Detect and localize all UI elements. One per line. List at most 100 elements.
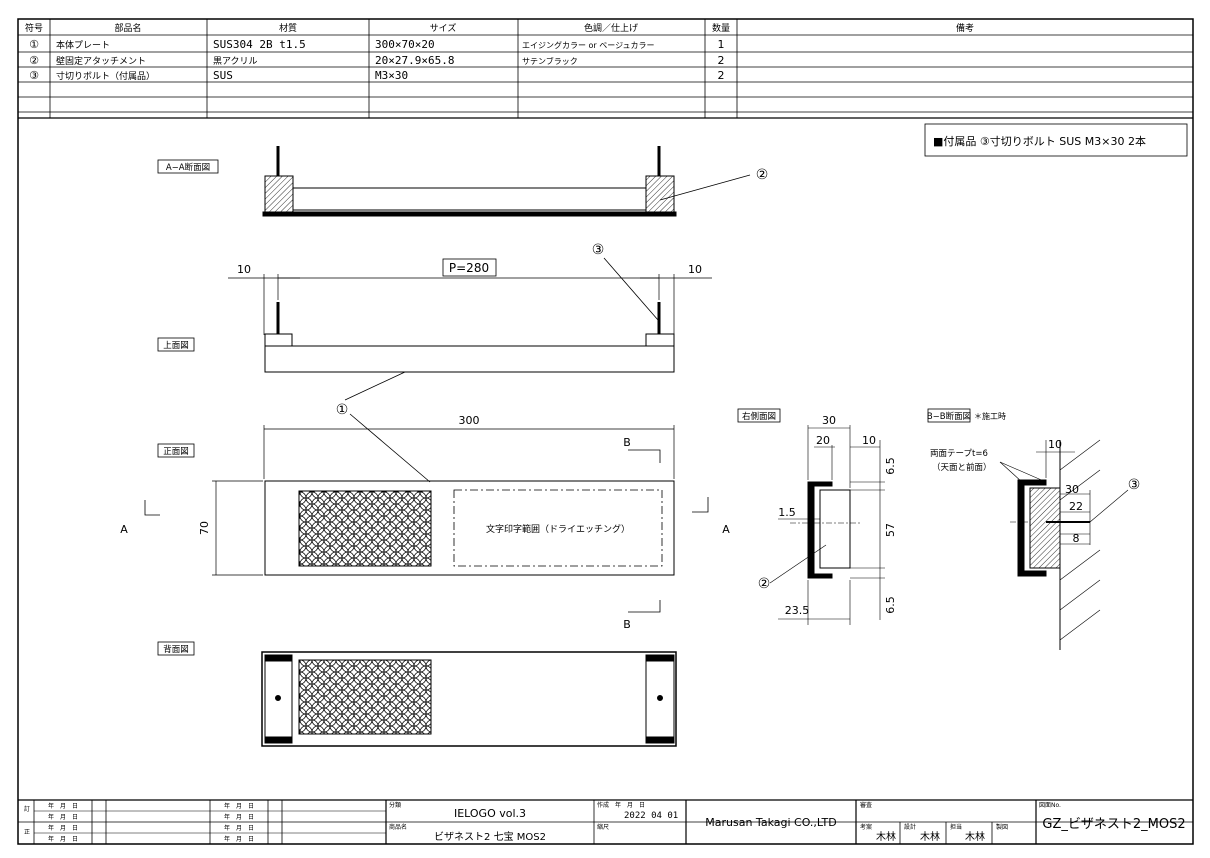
top-view-label-box xyxy=(157,337,195,352)
sekkei-label: 設計 xyxy=(904,823,916,831)
row3-part: 寸切りボルト（付属品） xyxy=(56,70,155,82)
row1-finish: エイジングカラー or ベージュカラー xyxy=(522,40,655,50)
parts-table-rows: ① 本体プレート SUS304 2B t1.5 300×70×20 エイジングカ… xyxy=(29,38,724,82)
dim-left-10: 10 xyxy=(237,263,251,276)
row2-no: ② xyxy=(29,54,39,67)
section-mark-a xyxy=(144,449,709,613)
right-side-view xyxy=(790,481,860,579)
section-mark-b-top: B xyxy=(623,436,631,449)
title-block xyxy=(18,799,1193,844)
dim-side-10: 10 xyxy=(862,434,876,447)
top-view xyxy=(264,302,675,373)
row1-size: 300×70×20 xyxy=(375,38,435,51)
dim-side-6-5-top: 6.5 xyxy=(884,457,897,475)
row2-finish: サテンブラック xyxy=(522,56,578,66)
title-block-text: 訂 正 年 月 日 年 月 日 年 月 日 年 月 日 年 月 日 年 月 日 … xyxy=(24,801,1061,843)
dim-bb-30: 30 xyxy=(1065,483,1079,496)
header-part-name: 部品名 xyxy=(114,22,141,34)
rev-label-2: 正 xyxy=(24,829,30,836)
print-area-label: 文字印字範囲（ドライエッチング） xyxy=(486,523,630,535)
drawing-no: GZ_ビザネスト2_MOS2 xyxy=(1042,817,1185,832)
bunrui-label: 分類 xyxy=(389,801,401,809)
row2-size: 20×27.9×65.8 xyxy=(375,54,454,67)
callout-side-2: ② xyxy=(758,576,771,592)
leader-front-1 xyxy=(349,413,431,483)
row3-material: SUS xyxy=(213,69,233,82)
dim-bb-22: 22 xyxy=(1069,500,1083,513)
dim-side-20: 20 xyxy=(816,434,830,447)
callout-top-3: ③ xyxy=(592,242,605,258)
dim-right-10: 10 xyxy=(688,263,702,276)
bb-section-note: ＊施工時 xyxy=(974,411,1006,421)
company-name: Marusan Takagi CO.,LTD xyxy=(705,816,836,829)
sheet-border xyxy=(17,18,1194,845)
section-mark-a-left: A xyxy=(120,523,128,536)
row2-part: 壁固定アタッチメント xyxy=(56,55,146,67)
header-remarks: 備考 xyxy=(956,22,974,34)
front-view xyxy=(264,480,675,576)
back-view xyxy=(261,651,677,747)
rev-label-1: 訂 xyxy=(24,805,30,813)
bb-dimensions xyxy=(999,440,1129,545)
hinmei-label: 商品名 xyxy=(389,823,407,831)
dim-bb-10: 10 xyxy=(1048,438,1062,451)
dim-side-1-5: 1.5 xyxy=(778,506,796,519)
row3-qty: 2 xyxy=(718,69,725,82)
rev-date-2: 年 月 日 xyxy=(48,813,78,821)
hinmei-value: ビザネスト2 七宝 MOS2 xyxy=(434,830,546,843)
kouan-label: 考案 xyxy=(860,823,872,831)
dim-side-23-5: 23.5 xyxy=(785,604,810,617)
tantou-value: 木林 xyxy=(965,830,985,843)
drawing-no-label: 図面No. xyxy=(1039,802,1061,809)
callout-bb-3: ③ xyxy=(1128,477,1141,493)
header-qty: 数量 xyxy=(712,22,730,34)
right-side-dimensions xyxy=(769,425,885,625)
rev-date-6: 年 月 日 xyxy=(224,813,254,821)
row3-size: M3×30 xyxy=(375,69,408,82)
back-view-label: 背面図 xyxy=(163,644,189,655)
header-finish: 色調／仕上げ xyxy=(584,22,638,34)
row3-no: ③ xyxy=(29,69,39,82)
row1-qty: 1 xyxy=(718,38,725,51)
front-view-label: 正面図 xyxy=(163,447,189,457)
seizu-label: 製図 xyxy=(996,823,1008,831)
section-mark-a-right: A xyxy=(722,523,730,536)
sakusei-label: 作成 年 月 日 xyxy=(597,801,645,809)
row2-material: 黒アクリル xyxy=(213,56,258,67)
header-size: サイズ xyxy=(430,22,457,34)
accessory-note-box xyxy=(924,123,1188,157)
rev-date-8: 年 月 日 xyxy=(224,835,254,843)
rev-date-5: 年 月 日 xyxy=(224,802,254,810)
bb-section-view xyxy=(1010,439,1101,650)
rev-date-4: 年 月 日 xyxy=(48,835,78,843)
sakusei-value: 2022 04 01 xyxy=(624,811,678,821)
front-dimensions xyxy=(212,425,675,576)
right-side-label: 右側面図 xyxy=(742,411,776,422)
dim-height-70: 70 xyxy=(198,521,211,535)
parts-table xyxy=(18,19,1193,119)
rev-date-3: 年 月 日 xyxy=(48,824,78,832)
top-view-label: 上面図 xyxy=(163,341,189,351)
accessory-note: ■付属品 ③寸切りボルト SUS M3×30 2本 xyxy=(933,134,1146,148)
sekkei-value: 木林 xyxy=(920,830,940,843)
bunrui-value: IELOGO vol.3 xyxy=(454,807,526,820)
pitch-box xyxy=(442,258,497,277)
section-mark-b-bottom: B xyxy=(623,618,631,631)
dim-width-300: 300 xyxy=(459,414,480,427)
rev-date-7: 年 月 日 xyxy=(224,824,254,832)
bb-section-label-box xyxy=(927,408,971,423)
shakudo-label: 縮尺 xyxy=(597,823,609,831)
aa-section-label-box xyxy=(157,159,219,174)
kouan-value: 木林 xyxy=(876,830,896,843)
back-view-label-box xyxy=(157,641,195,656)
bb-section-label: B−B断面図 xyxy=(927,411,971,422)
shinsa-label: 審査 xyxy=(860,801,872,809)
front-view-label-box xyxy=(157,443,195,458)
rev-date-1: 年 月 日 xyxy=(48,802,78,810)
leader-top-1 xyxy=(344,371,406,401)
dim-pitch: P=280 xyxy=(449,261,489,275)
leader-top-3 xyxy=(603,257,659,321)
dim-side-57: 57 xyxy=(884,523,897,537)
tantou-label: 担当 xyxy=(950,823,962,831)
parts-table-header: 符号 部品名 材質 サイズ 色調／仕上げ 数量 備考 xyxy=(25,22,974,34)
